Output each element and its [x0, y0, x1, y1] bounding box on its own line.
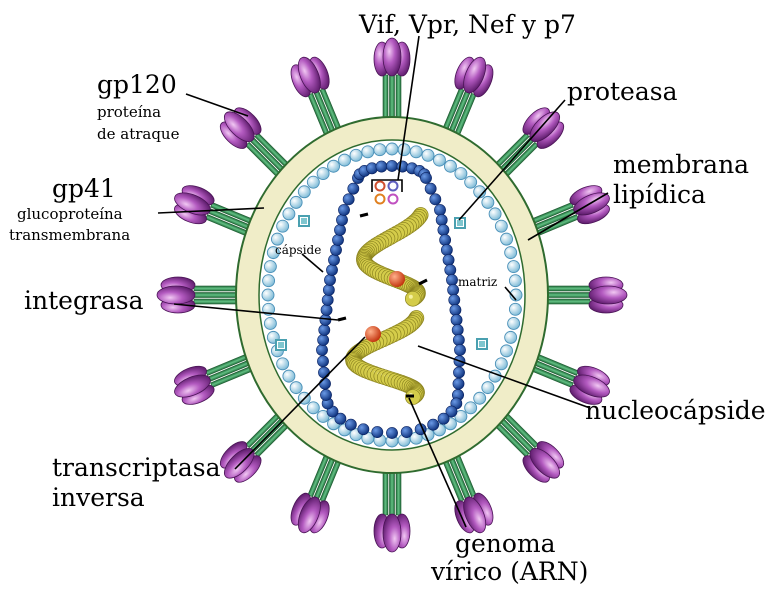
accessory-proteins-icon [371, 179, 403, 205]
label-transcriptasa: transcriptasa [52, 453, 221, 482]
label-integrasa: integrasa [24, 286, 144, 315]
gp120-spike-icon [373, 470, 411, 553]
label-genoma: genoma [455, 529, 556, 558]
enzyme-dot-icon [389, 271, 405, 287]
protein-box-icon [275, 215, 488, 351]
gp120-spike-icon [290, 453, 342, 534]
leader-lines [157, 35, 609, 528]
label-matriz: matriz [458, 275, 497, 289]
gp120-spike-icon [156, 276, 239, 314]
label-gp120-sub1: proteína [97, 103, 161, 121]
label-lipidica: lipídica [613, 180, 706, 209]
gp120-spike-icon [545, 276, 628, 314]
label-gp120-sub2: de atraque [97, 125, 180, 143]
label-gp41-sub1: glucoproteína [17, 205, 123, 223]
integrase-marks [337, 212, 428, 398]
gp120-spike-icon [174, 353, 254, 405]
enzyme-dot-icon [365, 326, 381, 342]
rna-genome-icon [345, 207, 429, 405]
gp120-spike-icon [494, 412, 565, 483]
label-gp41-sub2: transmembrana [9, 226, 130, 244]
label-membrana: membrana [613, 150, 749, 179]
label-nucleocapside: nucleocápside [585, 396, 766, 425]
gp120-spike-icon [290, 56, 342, 137]
gp120-spike-icon [530, 353, 610, 405]
gp120-spike-icon [174, 185, 254, 237]
gp120-spike-icon [219, 107, 290, 178]
label-virico: vírico (ARN) [430, 557, 588, 586]
label-accessory-proteins: Vif, Vpr, Nef y p7 [358, 10, 576, 39]
label-gp120: gp120 [97, 70, 177, 99]
label-capside: cápside [275, 243, 321, 257]
label-proteasa: proteasa [567, 77, 678, 106]
gp120-spike-icon [530, 185, 610, 237]
label-gp41: gp41 [52, 174, 116, 203]
gp120-spike-icon [442, 56, 494, 137]
gp120-spike-icon [442, 453, 494, 534]
label-inversa: inversa [52, 483, 145, 512]
gp120-spike-icon [373, 37, 411, 120]
